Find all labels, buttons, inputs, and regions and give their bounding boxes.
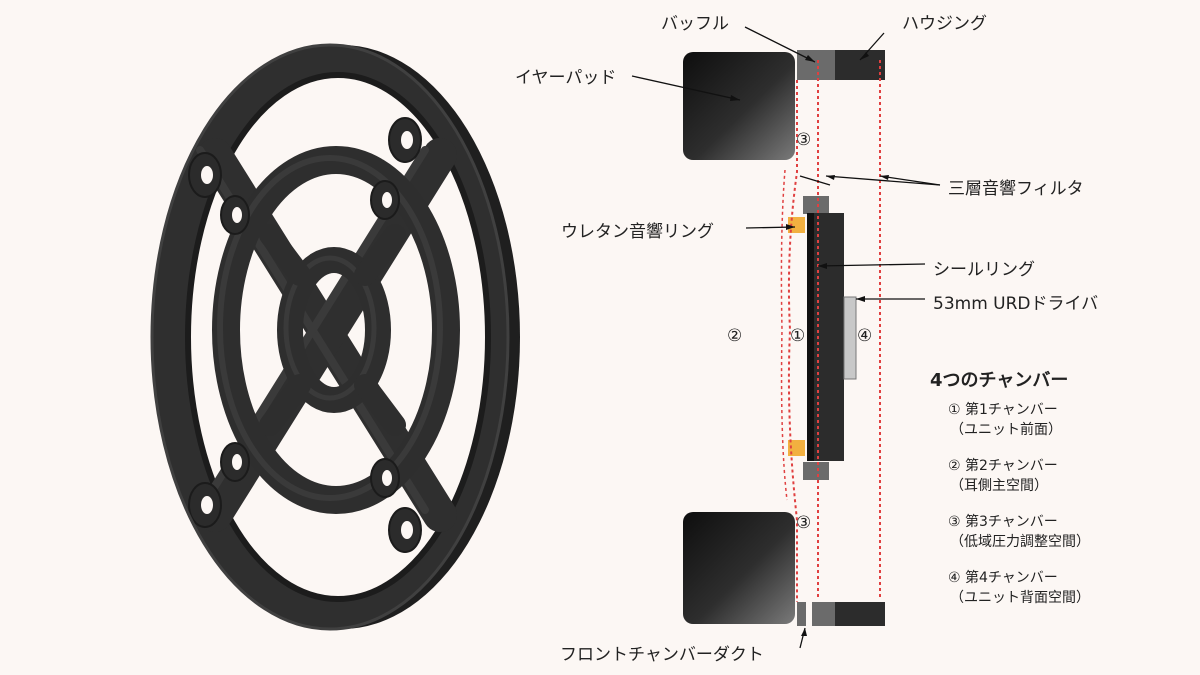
baffle-top — [797, 50, 835, 80]
chamber-4: ④ — [857, 326, 873, 346]
housing-top — [835, 50, 885, 80]
legend-item-3: ③ 第3チャンバー （低域圧力調整空間） — [948, 512, 1090, 552]
label-seal: シールリング — [933, 260, 1035, 280]
driver-frame-bottom — [803, 462, 829, 480]
legend-title: 4つのチャンバー — [930, 370, 1069, 391]
label-driver: 53mm URDドライバ — [933, 294, 1099, 314]
label-duct: フロントチャンバーダクト — [560, 645, 764, 665]
label-baffle: バッフル — [661, 14, 729, 34]
legend-item-desc: （ユニット背面空間） — [950, 590, 1090, 606]
earpad-top — [683, 52, 795, 160]
label-housing: ハウジング — [902, 14, 987, 34]
baffle-bottom — [812, 602, 835, 626]
legend-item-desc: （ユニット前面） — [950, 422, 1062, 438]
urethane-ring-top — [788, 217, 805, 233]
chamber-3-top: ③ — [796, 130, 812, 150]
label-urethane: ウレタン音響リング — [561, 222, 714, 242]
label-filter: 三層音響フィルタ — [948, 179, 1084, 199]
legend-item-name: ④ 第4チャンバー — [948, 570, 1058, 586]
chamber-3-bottom: ③ — [796, 513, 812, 533]
acoustic-filters — [780, 60, 881, 602]
leader-lines — [631, 26, 941, 649]
chamber-2: ② — [727, 326, 743, 346]
label-earpad: イヤーパッド — [515, 68, 617, 88]
legend-item-desc: （耳側主空間） — [950, 478, 1048, 494]
baffle-3d-render — [150, 43, 520, 631]
driver-frame-top — [803, 196, 829, 214]
legend-item-name: ② 第2チャンバー — [948, 458, 1058, 474]
duct-piece — [797, 602, 806, 626]
chamber-1: ① — [790, 326, 806, 346]
seal-ring — [807, 213, 814, 461]
earpad-bottom — [683, 512, 795, 624]
driver-magnet — [843, 296, 857, 380]
legend-item-desc: （低域圧力調整空間） — [950, 534, 1090, 550]
legend-item-name: ① 第1チャンバー — [948, 402, 1058, 418]
cross-section — [631, 26, 941, 649]
legend-item-name: ③ 第3チャンバー — [948, 514, 1058, 530]
legend-item-2: ② 第2チャンバー （耳側主空間） — [948, 456, 1058, 496]
legend-item-1: ① 第1チャンバー （ユニット前面） — [948, 400, 1062, 440]
housing-bottom — [835, 602, 885, 626]
legend-item-4: ④ 第4チャンバー （ユニット背面空間） — [948, 568, 1090, 608]
urethane-ring-bottom — [788, 440, 805, 456]
